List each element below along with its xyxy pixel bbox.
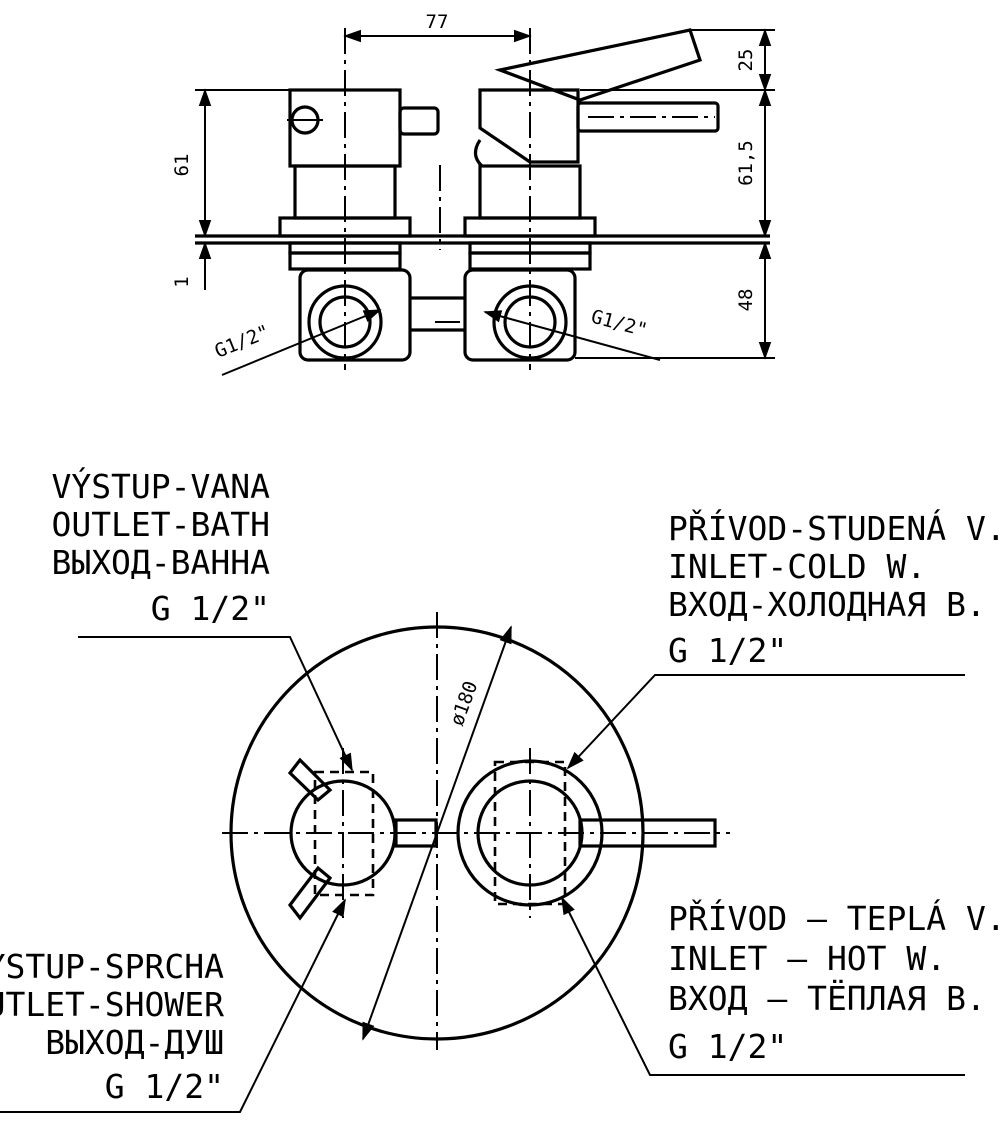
- right-valve-body: [463, 28, 720, 271]
- label-outlet-shower: VÝSTUP-SPRCHA OUTLET-SHOWER ВЫХОД-ДУШ G …: [0, 946, 224, 1106]
- svg-text:G 1/2": G 1/2": [668, 631, 787, 670]
- dim-right-body-height: 61,5: [735, 140, 757, 186]
- svg-text:G 1/2": G 1/2": [151, 589, 270, 628]
- svg-text:PŘÍVOD – TEPLÁ V.: PŘÍVOD – TEPLÁ V.: [668, 898, 1000, 938]
- svg-text:OUTLET-SHOWER: OUTLET-SHOWER: [0, 985, 224, 1024]
- svg-text:VÝSTUP-VANA: VÝSTUP-VANA: [51, 466, 270, 506]
- svg-text:ВЫХОД-ВАННА: ВЫХОД-ВАННА: [51, 543, 270, 582]
- svg-text:ВЫХОД-ДУШ: ВЫХОД-ДУШ: [45, 1023, 224, 1062]
- dim-depth: 48: [735, 289, 757, 312]
- svg-text:INLET-COLD W.: INLET-COLD W.: [668, 547, 926, 586]
- thread-left-label: G1/2": [212, 321, 273, 363]
- label-inlet-cold: PŘÍVOD-STUDENÁ V. INLET-COLD W. ВХОД-ХОЛ…: [668, 508, 1000, 670]
- svg-text:INLET – HOT W.: INLET – HOT W.: [668, 939, 946, 978]
- pipe-connectors: [298, 268, 577, 362]
- dim-plate: 1: [171, 276, 193, 287]
- thread-right-label: G1/2": [589, 306, 650, 342]
- side-view: 77 61 1 25 61,5 48 G1/2" G1/2": [171, 11, 775, 376]
- svg-text:ВХОД-ХОЛОДНАЯ В.: ВХОД-ХОЛОДНАЯ В.: [668, 585, 986, 624]
- dim-lever-height: 25: [735, 49, 757, 72]
- svg-text:G 1/2": G 1/2": [105, 1067, 224, 1106]
- svg-text:OUTLET-BATH: OUTLET-BATH: [51, 505, 270, 544]
- svg-text:VÝSTUP-SPRCHA: VÝSTUP-SPRCHA: [0, 946, 224, 986]
- label-outlet-bath: VÝSTUP-VANA OUTLET-BATH ВЫХОД-ВАННА G 1/…: [51, 466, 270, 628]
- dim-spacing: 77: [426, 11, 449, 33]
- dim-left-body-height: 61: [171, 154, 193, 177]
- svg-text:PŘÍVOD-STUDENÁ V.: PŘÍVOD-STUDENÁ V.: [668, 508, 1000, 548]
- svg-text:G 1/2": G 1/2": [668, 1027, 787, 1066]
- svg-text:ВХОД – ТЁПЛАЯ В.: ВХОД – ТЁПЛАЯ В.: [668, 979, 986, 1018]
- label-inlet-hot: PŘÍVOD – TEPLÁ V. INLET – HOT W. ВХОД – …: [668, 898, 1000, 1066]
- front-view: ø180 VÝSTUP-VANA OUTLET-BATH ВЫХОД-ВАННА…: [0, 466, 1000, 1113]
